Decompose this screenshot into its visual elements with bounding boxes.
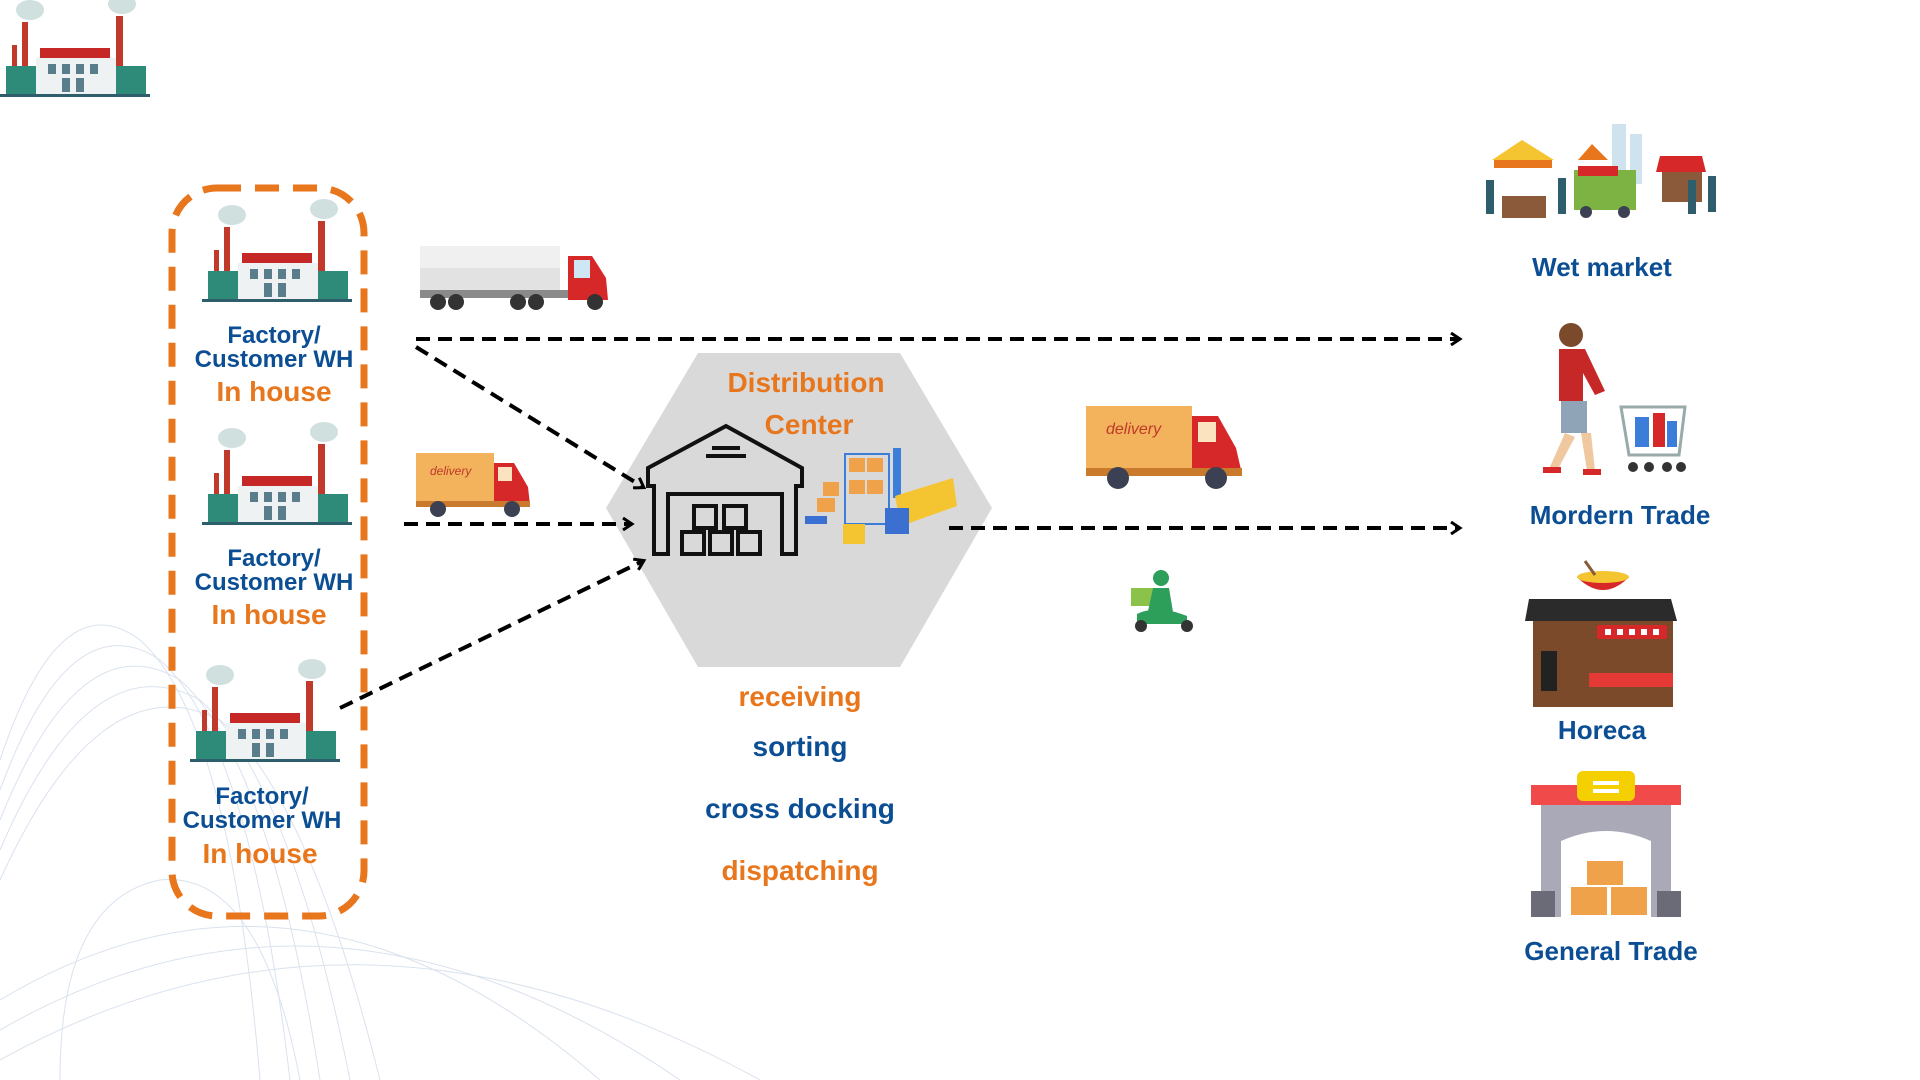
market-stalls-icon (1486, 124, 1716, 218)
distribution-center-hexagon (606, 353, 992, 667)
step-receiving: receiving (738, 681, 862, 712)
delivery-truck-large-icon: delivery (1086, 406, 1242, 489)
source-group-box (168, 184, 368, 920)
source-2-tag: In house (211, 599, 327, 630)
trailer-truck-icon (420, 246, 608, 310)
warehouse-icon (646, 423, 804, 556)
source-2-label-line2: Customer WH (194, 569, 354, 596)
hub-title-line1: Distribution (727, 367, 885, 398)
factory-icon (0, 0, 150, 97)
step-dispatching: dispatching (721, 855, 879, 886)
delivery-truck-icon: delivery (416, 453, 530, 517)
source-1-label-line2: Customer WH (194, 346, 354, 373)
destination-horeca-label: Horeca (1557, 715, 1647, 745)
big-truck-text: delivery (1106, 421, 1162, 438)
factory-icon-2 (202, 422, 352, 525)
hub-title-line2: Center (764, 409, 854, 440)
source-1-label-line1: Factory/ (227, 322, 321, 349)
source-2-label-line1: Factory/ (227, 545, 321, 572)
destination-wet-market-label: Wet market (1532, 252, 1672, 282)
factory-icon-3 (190, 659, 340, 762)
source-1-tag: In house (216, 376, 332, 407)
factory-icon-1 (202, 199, 352, 302)
small-truck-text: delivery (430, 464, 472, 478)
scooter-icon (1131, 570, 1193, 632)
step-sorting: sorting (752, 731, 848, 762)
warehouse-operations-illustration (805, 448, 957, 544)
destination-modern-trade-label: Mordern Trade (1529, 500, 1711, 530)
shopping-cart-icon (1543, 323, 1687, 475)
ramen-shop-icon (1525, 560, 1677, 707)
store-icon (1531, 771, 1681, 917)
flow-arrows (339, 339, 1459, 710)
arrow-factory3-to-dc (339, 561, 643, 710)
source-3-label-line1: Factory/ (215, 783, 309, 810)
step-cross-docking: cross docking (705, 793, 895, 824)
arrow-factory1-to-dc (414, 345, 643, 487)
background-wave-pattern (0, 624, 761, 1080)
source-3-label-line2: Customer WH (182, 807, 342, 834)
source-3-tag: In house (202, 838, 318, 869)
destination-general-trade-label: General Trade (1524, 936, 1698, 966)
